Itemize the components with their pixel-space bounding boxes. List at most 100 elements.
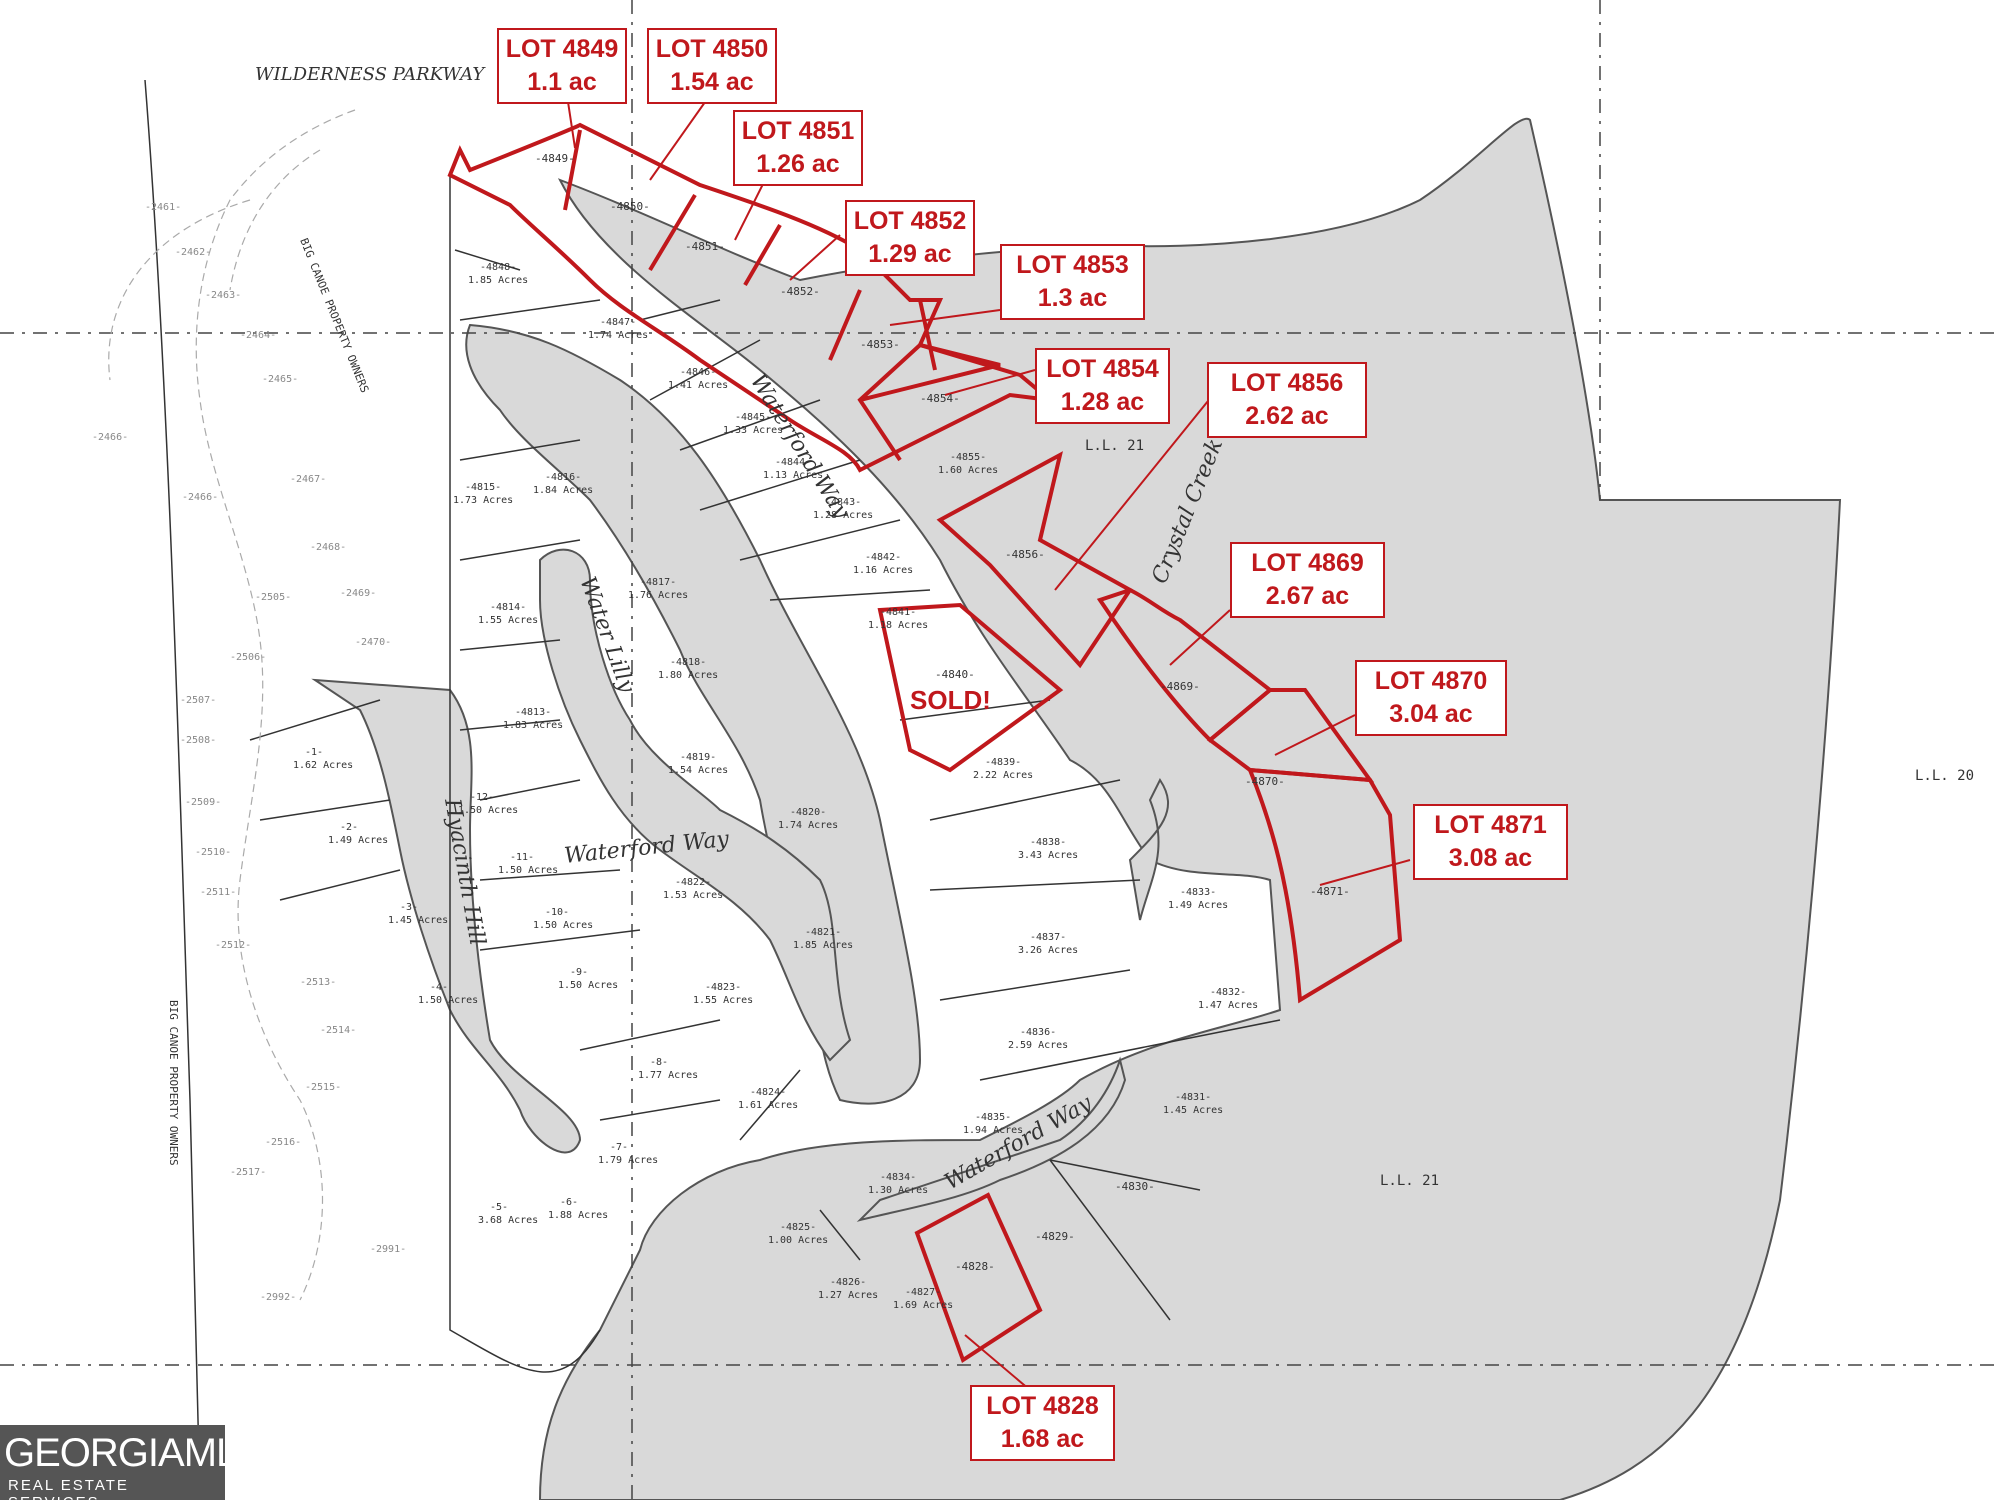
plat-lot-number: -4839- — [985, 757, 1021, 768]
logo-sub-text: REAL ESTATE SERVICES — [8, 1477, 129, 1511]
west-lot-number: -2464- — [240, 330, 276, 341]
plat-lot-labels: -4848-1.85 Acres-4847-1.74 Acres-4846-1.… — [293, 262, 1258, 1311]
plat-lot-number: -4824- — [750, 1087, 786, 1098]
land-label-big-canoe-north: BIG CANOE PROPERTY OWNERS — [297, 236, 371, 394]
plat-lot-number: -4821- — [805, 927, 841, 938]
plat-lot-number: -4819- — [680, 752, 716, 763]
west-lot-number: -2516- — [265, 1137, 301, 1148]
plat-lot-acres: 2.59 Acres — [1008, 1040, 1068, 1051]
parcel-lines — [144, 79, 1281, 1500]
plat-lot-acres: 1.16 Acres — [853, 565, 913, 576]
plat-lot-number: -4822- — [675, 877, 711, 888]
callout-lot-4853: LOT 4853 1.3 ac — [1000, 244, 1145, 320]
plat-lot-number: -8- — [650, 1057, 668, 1068]
west-lot-number: -2511- — [200, 887, 236, 898]
west-lot-number: -2507- — [180, 695, 216, 706]
plat-lot-acres: 1.45 Acres — [1163, 1105, 1223, 1116]
callout-lot-number: LOT 4851 — [741, 117, 855, 145]
callout-lot-acres: 2.62 ac — [1245, 402, 1329, 430]
plat-lot-number: -4832- — [1210, 987, 1246, 998]
callout-lot-4852: LOT 4852 1.29 ac — [845, 200, 975, 276]
plat-lot-acres: 1.69 Acres — [893, 1300, 953, 1311]
plat-lot-number: -11- — [510, 852, 534, 863]
west-lot-number: -2510- — [195, 847, 231, 858]
plat-lot-number: -4816- — [545, 472, 581, 483]
plat-lot-acres: 3.26 Acres — [1018, 945, 1078, 956]
plat-lot-number: -5- — [490, 1202, 508, 1213]
plat-lot-number: -4820- — [790, 807, 826, 818]
plat-lot-number: -6- — [560, 1197, 578, 1208]
plat-lot-acres: 1.53 Acres — [663, 890, 723, 901]
plat-lot-number: -4827- — [905, 1287, 941, 1298]
plat-lot-acres: 1.41 Acres — [668, 380, 728, 391]
callout-lot-4854: LOT 4854 1.28 ac — [1035, 348, 1170, 424]
plat-lot-number: -1- — [305, 747, 323, 758]
callout-lot-number: LOT 4871 — [1434, 811, 1547, 839]
shaded-land — [311, 117, 1842, 1500]
plat-lot-acres: 1.55 Acres — [478, 615, 538, 626]
callout-lot-acres: 1.29 ac — [868, 240, 952, 268]
plat-lot-acres: 1.28 Acres — [813, 510, 873, 521]
callout-lot-number: LOT 4849 — [505, 35, 619, 63]
callout-lot-acres: 1.28 ac — [1060, 388, 1145, 416]
plat-lot-acres: 1.85 Acres — [468, 275, 528, 286]
plat-lot-number: -7- — [610, 1142, 628, 1153]
plat-number-4830: -4830- — [1115, 1180, 1155, 1193]
plat-lot-acres: 1.50 Acres — [458, 805, 518, 816]
callout-lot-number: LOT 4869 — [1251, 549, 1364, 577]
highlighted-lot-numbers: -4849- -4850- -4851- -4852- -4853- -4854… — [535, 152, 1350, 1273]
plat-lot-number: -2- — [340, 822, 358, 833]
plat-lot-number: -10- — [545, 907, 569, 918]
callout-lot-acres: 1.54 ac — [670, 68, 754, 96]
plat-lot-acres: 1.74 Acres — [778, 820, 838, 831]
plat-lot-number: -4834- — [880, 1172, 916, 1183]
highlighted-lots — [447, 122, 1403, 1364]
callout-lot-number: LOT 4850 — [655, 35, 769, 63]
plat-lot-acres: 1.33 Acres — [723, 425, 783, 436]
plat-lot-number: -4825- — [780, 1222, 816, 1233]
plat-lot-acres: 1.45 Acres — [388, 915, 448, 926]
plat-lot-number: -4813- — [515, 707, 551, 718]
west-lot-number: -2469- — [340, 588, 376, 599]
plat-number-4869: -4869- — [1160, 680, 1200, 693]
callout-lot-4850: LOT 4850 1.54 ac — [647, 28, 777, 104]
plat-lot-number: -4846- — [680, 367, 716, 378]
plat-lot-acres: 1.50 Acres — [558, 980, 618, 991]
west-lot-number: -2462- — [175, 247, 211, 258]
plat-lot-acres: 1.84 Acres — [533, 485, 593, 496]
plat-lot-number: -4826- — [830, 1277, 866, 1288]
callout-lot-acres: 3.04 ac — [1389, 700, 1473, 728]
west-lot-number: -2508- — [180, 735, 216, 746]
west-lot-number: -2467- — [290, 474, 326, 485]
plat-lot-number: -4831- — [1175, 1092, 1211, 1103]
callout-lot-acres: 1.26 ac — [756, 150, 840, 178]
plat-lot-number: -4843- — [825, 497, 861, 508]
callout-lot-number: LOT 4854 — [1046, 355, 1159, 383]
west-lot-number: -2466- — [92, 432, 128, 443]
callout-lot-acres: 1.3 ac — [1037, 284, 1108, 312]
plat-lot-number: -9- — [570, 967, 588, 978]
west-lot-number: -2470- — [355, 637, 391, 648]
callout-lot-number: LOT 4828 — [986, 1392, 1099, 1420]
callout-arrows — [564, 81, 1411, 1391]
plat-lot-acres: 1.13 Acres — [763, 470, 823, 481]
callout-lot-number: LOT 4852 — [853, 207, 967, 235]
plat-lot-number: -4818- — [670, 657, 706, 668]
callout-lot-acres: 1.1 ac — [527, 68, 597, 96]
land-label-big-canoe-south: BIG CANOE PROPERTY OWNERS — [167, 1000, 180, 1166]
plat-number-4870: -4870- — [1245, 775, 1285, 788]
land-label-ll20: L.L. 20 — [1915, 768, 1974, 784]
plat-lot-acres: 1.79 Acres — [598, 1155, 658, 1166]
callout-lot-4870: LOT 4870 3.04 ac — [1355, 660, 1507, 736]
land-label-ll21-south: L.L. 21 — [1380, 1173, 1439, 1189]
callout-lot-4856: LOT 4856 2.62 ac — [1207, 362, 1367, 438]
plat-number-4856: -4856- — [1005, 548, 1045, 561]
plat-lot-number: -4844- — [775, 457, 811, 468]
plat-lot-number: -4835- — [975, 1112, 1011, 1123]
plat-lot-number: -4855- — [950, 452, 986, 463]
west-lot-number: -2461- — [145, 202, 181, 213]
plat-lot-acres: 1.76 Acres — [628, 590, 688, 601]
west-lot-number: -2465- — [262, 374, 298, 385]
logo-main-text: GEORGIAMLS — [4, 1431, 264, 1475]
